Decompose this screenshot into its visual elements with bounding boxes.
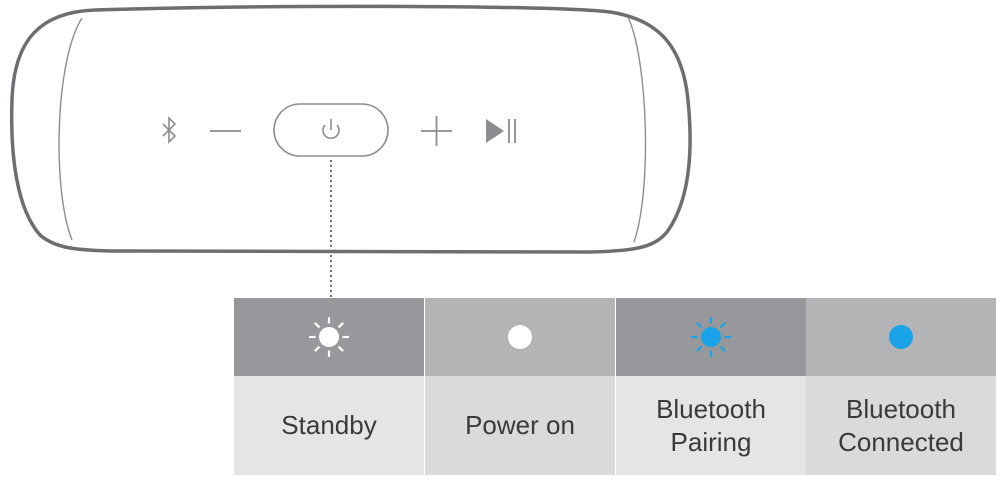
dot-icon	[889, 325, 913, 349]
status-label: Bluetooth Connected	[838, 393, 964, 457]
status-label-cell: Power on	[425, 376, 615, 475]
light-rays-icon	[691, 317, 731, 357]
light-rays-icon	[309, 317, 349, 357]
led-ray	[719, 345, 726, 352]
status-icon-cell	[616, 298, 806, 376]
led-ray	[314, 345, 321, 352]
play-pause-icon[interactable]	[486, 119, 516, 143]
led-ray	[696, 322, 703, 329]
bluetooth-icon[interactable]	[162, 116, 177, 144]
status-column-standby: Standby	[234, 298, 424, 475]
status-label: Power on	[465, 410, 575, 440]
status-column-bluetooth-connected: Bluetooth Connected	[806, 298, 996, 475]
led-ray	[719, 322, 726, 329]
status-column-bluetooth-pairing: Bluetooth Pairing	[616, 298, 806, 475]
status-label-cell: Standby	[234, 376, 424, 475]
status-column-power-on: Power on	[425, 298, 615, 475]
led-ray	[696, 345, 703, 352]
speaker-illustration	[9, 4, 692, 298]
led-core	[701, 327, 721, 347]
status-label: Standby	[281, 410, 377, 440]
status-icon-cell	[234, 298, 424, 376]
led-ray	[337, 322, 344, 329]
speaker-right-grille-edge	[627, 16, 647, 243]
status-label-cell: Bluetooth Connected	[806, 376, 996, 475]
dot-icon	[508, 325, 532, 349]
led-core	[319, 327, 339, 347]
speaker-left-grille-edge	[58, 17, 83, 241]
status-label-cell: Bluetooth Pairing	[616, 376, 806, 475]
power-button[interactable]	[273, 103, 389, 157]
led-ray	[337, 345, 344, 352]
status-icon-cell	[806, 298, 996, 376]
led-ray	[314, 322, 321, 329]
status-label: Bluetooth Pairing	[656, 393, 766, 457]
power-icon	[322, 119, 340, 140]
plus-icon[interactable]	[421, 116, 452, 146]
status-icon-cell	[425, 298, 615, 376]
led-status-table: Standby Power on Bluetooth Pairing Bluet…	[234, 298, 996, 475]
